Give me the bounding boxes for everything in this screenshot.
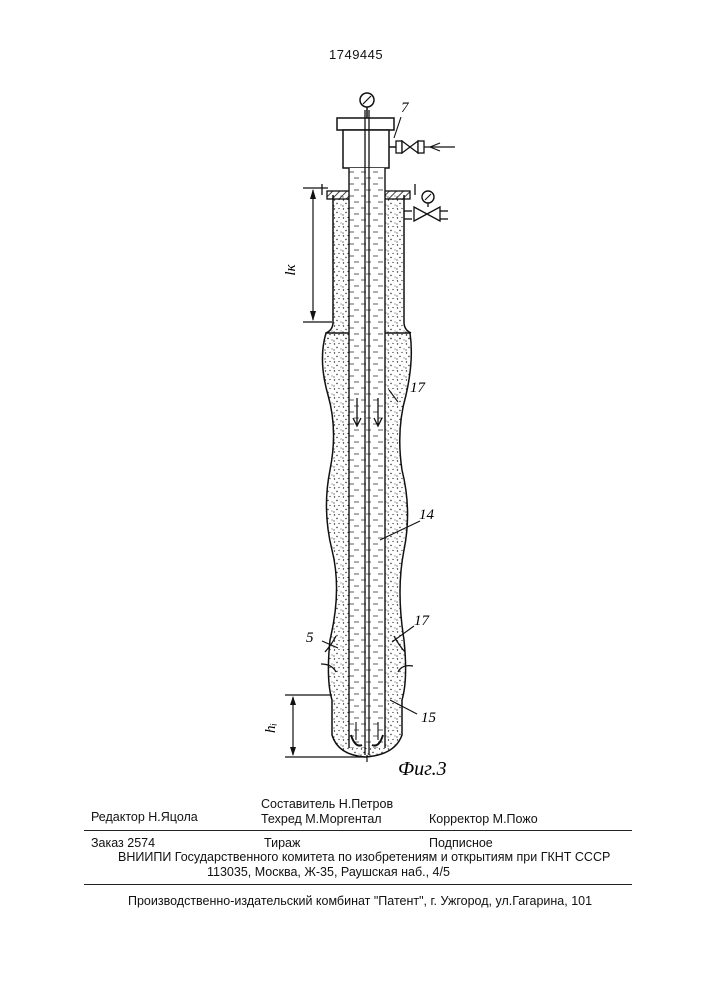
publisher-line: Производственно-издательский комбинат "П… [128, 894, 592, 908]
label-hi: hᵢ [263, 723, 279, 733]
injection-pipe [349, 110, 385, 762]
pressure-gauge-top [360, 93, 374, 118]
wellhead-body [343, 130, 389, 168]
ref-17-bottom: 17 [414, 613, 431, 629]
divider-bottom [84, 884, 632, 885]
ref-14: 14 [419, 507, 435, 523]
subscription: Подписное [429, 836, 493, 850]
ref-15: 15 [421, 710, 437, 726]
compiler-credit: Составитель Н.Петров [261, 797, 393, 811]
dimension-lk [303, 188, 332, 322]
label-lk: lк [283, 263, 299, 275]
technical-drawing: lк hᵢ 7 17 14 5 17 15 Фиг.3 [0, 0, 707, 800]
order-number: Заказ 2574 [91, 836, 155, 850]
ref-7: 7 [401, 100, 410, 116]
corrector-credit: Корректор М.Пожо [429, 812, 538, 826]
editor-credit: Редактор Н.Яцола [91, 810, 198, 824]
organization-line: ВНИИПИ Государственного комитета по изоб… [118, 850, 610, 864]
ref-5: 5 [306, 630, 314, 646]
divider-top [84, 830, 632, 831]
techred-credit: Техред М.Моргентал [261, 812, 382, 826]
figure-caption: Фиг.3 [398, 758, 447, 780]
circulation: Тираж [264, 836, 300, 850]
address-line: 113035, Москва, Ж-35, Раушская наб., 4/5 [207, 865, 450, 879]
inlet-valve-icon [389, 141, 455, 153]
ref-17-top: 17 [410, 380, 427, 396]
